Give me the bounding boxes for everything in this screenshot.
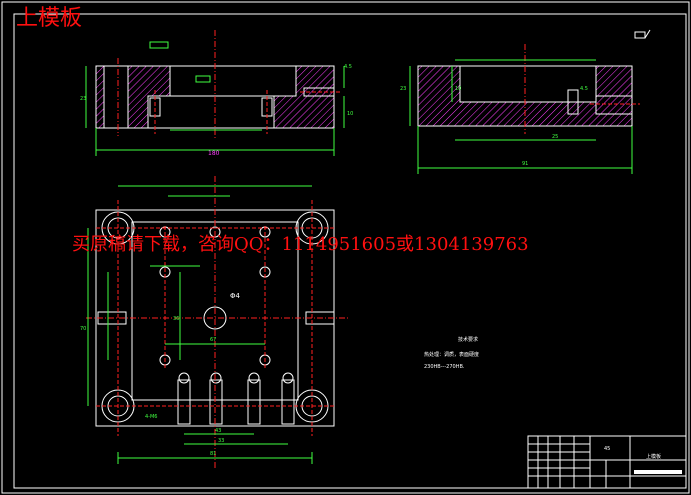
plan-width-label: 81	[210, 451, 216, 457]
tech-line-2: 230HB---270HB.	[424, 364, 465, 370]
plan-bottom2-label: 33	[218, 438, 224, 444]
side-height-label: 23	[400, 86, 406, 92]
side-section-view	[409, 44, 640, 174]
thread-note-label: 4-M6	[145, 414, 157, 420]
drawing-title: 上模板	[16, 6, 83, 31]
side-width-label: 91	[522, 161, 528, 167]
front-height2-label: 10	[347, 111, 353, 117]
side-small-label: 4.5	[580, 86, 588, 92]
side-inner-label: 25	[552, 134, 558, 140]
title-block-cell: 45	[604, 446, 610, 452]
front-width-label: 180	[208, 150, 220, 157]
tech-heading: 技术要求	[458, 336, 478, 343]
front-small-label: 4.5	[344, 64, 352, 70]
title-block	[527, 435, 687, 489]
title-block-part-name: 上模板	[646, 453, 661, 460]
side-height2-label: 10	[455, 86, 461, 92]
front-section-view	[85, 30, 345, 156]
plan-bottom1-label: 43	[215, 428, 221, 434]
inner-border	[13, 13, 687, 489]
watermark-text: 买原稿请下载，咨询QQ：1114951605或1304139763	[72, 234, 529, 255]
front-height-label: 23	[80, 96, 86, 102]
plan-inner-label: 67	[210, 337, 216, 343]
plan-view	[86, 176, 350, 470]
plan-mid-label: 36	[173, 316, 179, 322]
plan-height-label: 70	[80, 326, 86, 332]
hole-diameter-label: Φ4	[230, 292, 241, 300]
roughness-symbol	[634, 29, 651, 39]
tech-line-1: 热处理：调质，表面硬度	[424, 351, 479, 358]
